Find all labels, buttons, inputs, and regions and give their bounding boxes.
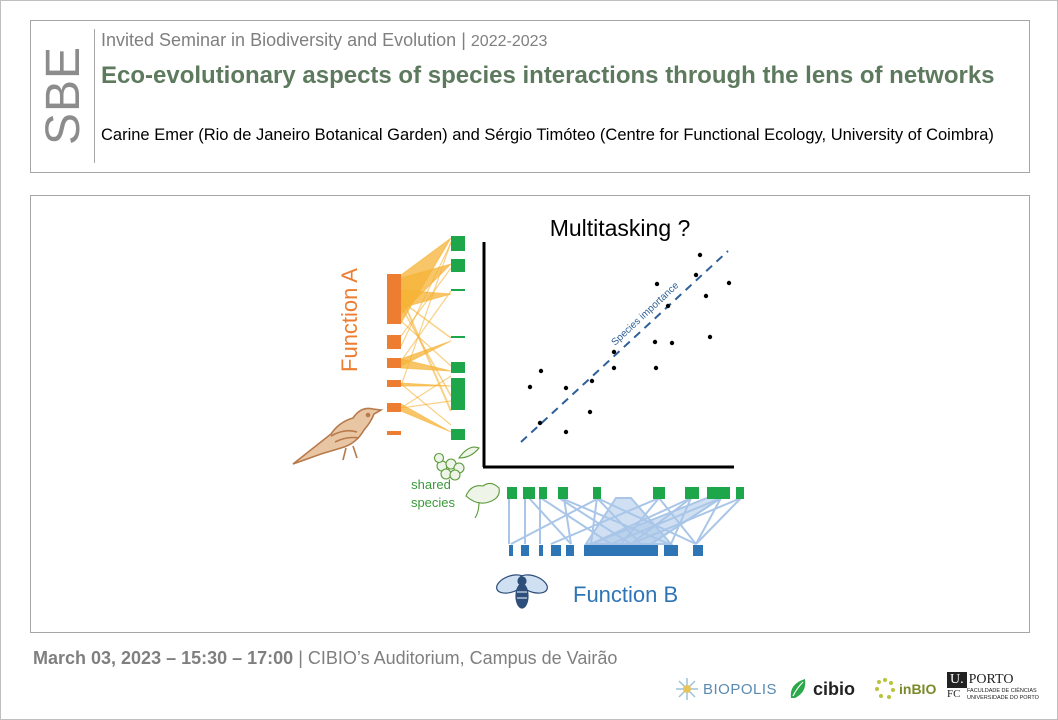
- biopolis-text: BIOPOLIS: [703, 680, 778, 698]
- point: [587, 409, 593, 415]
- series-year: 2022-2023: [470, 33, 548, 50]
- point: [537, 420, 543, 426]
- function-a-node: [387, 431, 401, 435]
- shared-node: [685, 487, 699, 499]
- point: [652, 339, 658, 345]
- event-date-time: March 03, 2023 – 15:30 – 17:00: [33, 648, 294, 668]
- point: [697, 252, 703, 258]
- function-a-node: [387, 358, 401, 368]
- biopolis-logo: BIOPOLIS: [674, 676, 777, 702]
- point: [589, 378, 595, 384]
- function-b-node: [566, 545, 574, 556]
- scatter-points: [527, 252, 732, 435]
- shared-node: [653, 487, 665, 499]
- shared-node: [523, 487, 535, 499]
- shared-node: [539, 487, 547, 499]
- function-a-node: [387, 335, 401, 349]
- uporto-logo: U. PORTO FACULDADE DE CIÊNCIAS UNIVERSID…: [947, 672, 1039, 701]
- event-details: March 03, 2023 – 15:30 – 17:00 | CIBIO’s…: [33, 648, 617, 669]
- multitasking-heading: Multitasking ?: [550, 215, 691, 241]
- shared-node: [593, 487, 601, 499]
- biopolis-icon: [676, 678, 698, 700]
- berries-icon: [433, 446, 480, 481]
- sbe-logo-text: SBE: [37, 45, 91, 145]
- shared-node: [451, 378, 465, 410]
- point: [611, 349, 617, 355]
- function-a-label: Function A: [337, 268, 362, 372]
- shared-node: [451, 259, 465, 272]
- function-b-node: [509, 545, 513, 556]
- point: [563, 385, 569, 391]
- function-b-node: [539, 545, 543, 556]
- function-b-label: Function B: [573, 582, 678, 607]
- shared-label-line1: shared: [411, 477, 451, 492]
- trend-label: Species importance: [610, 280, 682, 348]
- point: [654, 281, 660, 287]
- shared-node: [707, 487, 730, 499]
- seminar-series: Invited Seminar in Biodiversity and Evol…: [101, 30, 547, 51]
- cibio-logo: cibio: [787, 676, 855, 702]
- point: [538, 368, 544, 374]
- inbio-icon: [875, 678, 895, 699]
- uporto-university: UNIVERSIDADE DO PORTO: [967, 695, 1039, 701]
- function-b-node: [521, 545, 529, 556]
- point: [707, 334, 713, 340]
- shared-node: [451, 236, 465, 251]
- shared-label-line2: species: [411, 495, 456, 510]
- uporto-u: U.: [947, 672, 967, 688]
- series-separator: |: [461, 30, 466, 50]
- uporto-faculty: FACULDADE DE CIÊNCIAS: [967, 688, 1037, 694]
- shared-node: [558, 487, 568, 499]
- function-b-node: [693, 545, 703, 556]
- point: [653, 365, 659, 371]
- talk-title: Eco-evolutionary aspects of species inte…: [101, 62, 995, 89]
- shared-nodes-bottom: [507, 487, 744, 499]
- network-figure: Function A: [30, 195, 1030, 633]
- function-b-nodes: [509, 545, 703, 556]
- function-a-node: [387, 380, 401, 387]
- uporto-fc: FC: [947, 688, 961, 700]
- function-a-node: [387, 403, 401, 412]
- point: [726, 280, 732, 286]
- shared-node: [451, 336, 465, 338]
- function-b-node: [584, 545, 658, 556]
- sbe-logo: SBE: [37, 39, 91, 151]
- point: [665, 303, 671, 309]
- bee-icon: [496, 574, 548, 609]
- event-venue: CIBIO’s Auditorium, Campus de Vairão: [307, 648, 618, 668]
- point: [703, 293, 709, 299]
- point: [669, 340, 675, 346]
- shared-nodes-left: [451, 236, 465, 440]
- shared-node: [451, 289, 465, 291]
- speakers: Carine Emer (Rio de Janeiro Botanical Ga…: [101, 126, 994, 144]
- figure-canvas: Function A: [292, 215, 744, 609]
- function-a-links: [400, 237, 453, 433]
- header-divider: [94, 29, 95, 163]
- point: [527, 384, 533, 390]
- shared-node: [507, 487, 517, 499]
- series-name: Invited Seminar in Biodiversity and Evol…: [101, 30, 457, 50]
- uporto-name: PORTO: [968, 672, 1014, 687]
- shared-node: [451, 429, 465, 440]
- seminar-header: SBE Invited Seminar in Biodiversity and …: [30, 20, 1030, 173]
- function-b-node: [551, 545, 561, 556]
- shared-node: [736, 487, 744, 499]
- point: [563, 429, 569, 435]
- flower-icon: [465, 482, 500, 519]
- point: [611, 365, 617, 371]
- cibio-text: cibio: [813, 678, 856, 699]
- bird-icon: [292, 407, 384, 465]
- trend-line: [520, 250, 729, 443]
- footer-separator: |: [298, 648, 303, 668]
- cibio-icon: [790, 679, 806, 698]
- function-a-node: [387, 274, 401, 324]
- inbio-logo: inBIO: [873, 676, 936, 702]
- inbio-text: inBIO: [899, 681, 937, 697]
- shared-node: [451, 362, 465, 373]
- function-a-nodes: [387, 274, 401, 435]
- point: [693, 272, 699, 278]
- partner-logos: BIOPOLIS cibio inBIO U. PORTO FACULDADE …: [670, 672, 1050, 712]
- function-b-links: [508, 497, 742, 545]
- function-b-node: [664, 545, 678, 556]
